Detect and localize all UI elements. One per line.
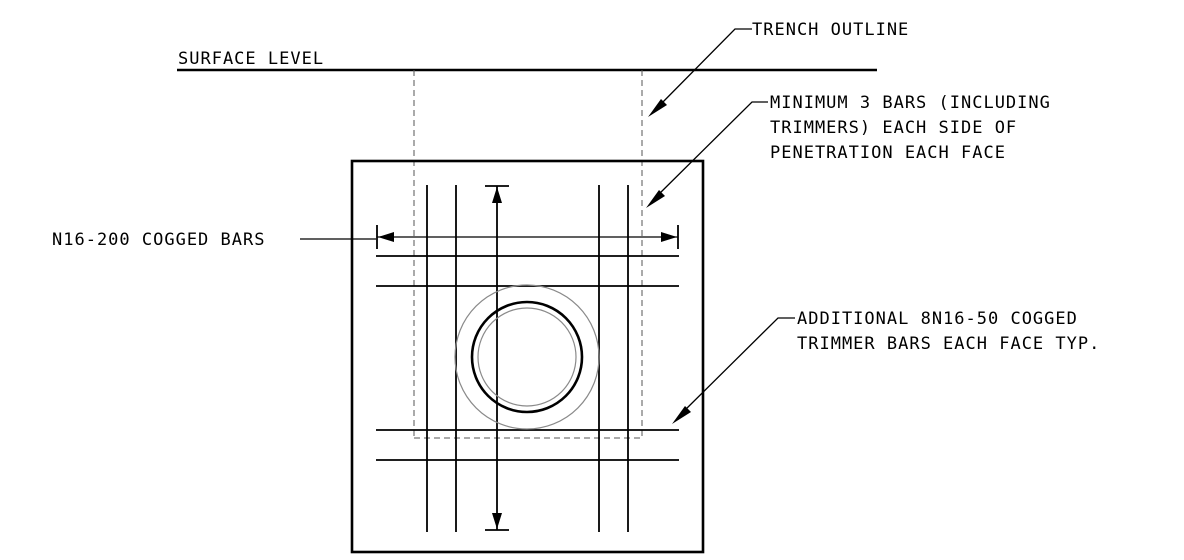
- horizontal-dimension-arrow-left: [378, 232, 394, 242]
- penetration-outer-circle: [454, 284, 600, 430]
- minimum-bars-label-line-3: PENETRATION EACH FACE: [770, 143, 1006, 163]
- horizontal-dimension-arrow-right: [661, 232, 677, 242]
- additional-trimmer-leader: [681, 317, 795, 414]
- vertical-dimension-arrow-top: [492, 187, 502, 203]
- additional-trimmer-leader-arrow: [672, 406, 691, 424]
- slab-outline: [350, 159, 705, 554]
- additional-trimmer-label-line-2: TRIMMER BARS EACH FACE TYP.: [797, 334, 1100, 354]
- cogged-bars-label: N16-200 COGGED BARS: [52, 230, 265, 250]
- pipe-outer-circle: [470, 300, 584, 414]
- minimum-bars-label-line-2: TRIMMERS) EACH SIDE OF: [770, 118, 1017, 138]
- surface-level-label: SURFACE LEVEL: [178, 49, 324, 69]
- minimum-bars-label-line-1: MINIMUM 3 BARS (INCLUDING: [770, 93, 1051, 113]
- minimum-bars-leader: [655, 101, 768, 198]
- trench-outline-leader: [657, 28, 752, 108]
- trench-outline-leader-arrow: [648, 99, 667, 117]
- additional-trimmer-label-line-1: ADDITIONAL 8N16-50 COGGED: [797, 309, 1078, 329]
- trench-outline-label: TRENCH OUTLINE: [752, 20, 909, 40]
- pipe-inner-circle: [477, 307, 577, 407]
- minimum-bars-leader-arrow: [646, 190, 665, 208]
- vertical-dimension-arrow-bottom: [492, 513, 502, 529]
